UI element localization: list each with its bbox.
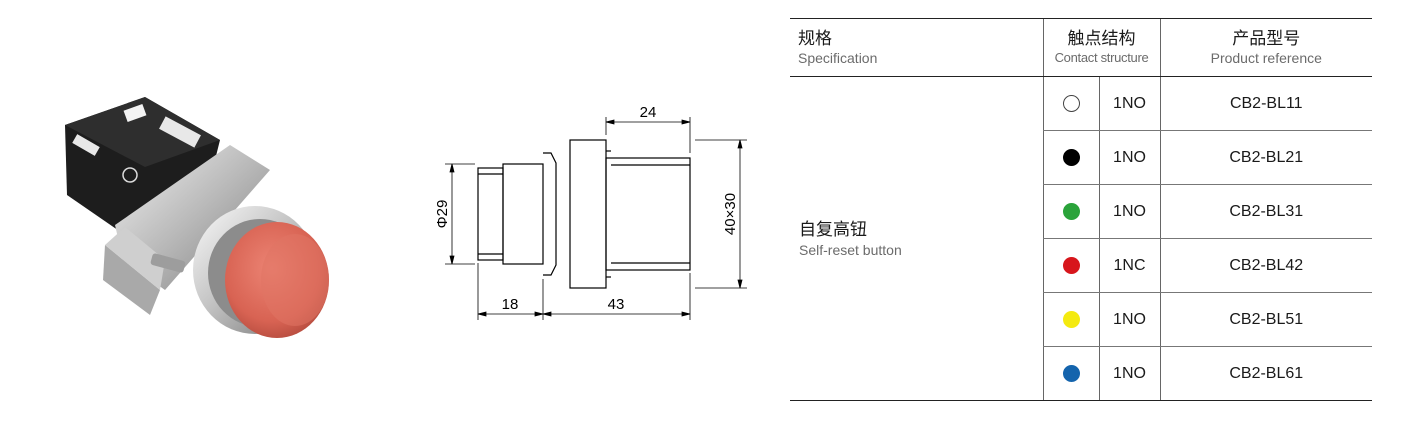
model-cell: CB2-BL11 <box>1159 76 1373 131</box>
model-cell: CB2-BL61 <box>1159 346 1373 401</box>
color-dot-white <box>1062 94 1080 112</box>
header-product-reference: 产品型号 Product reference <box>1159 18 1373 77</box>
color-dot-yellow <box>1062 310 1080 328</box>
dim-bottom-left: 18 <box>502 296 519 313</box>
header-spec-cn: 规格 <box>798 28 832 48</box>
button-outline <box>477 139 691 289</box>
table-row: 1NC CB2-BL42 <box>790 238 1373 293</box>
table-row: 1NO CB2-BL51 <box>790 292 1373 347</box>
color-cell <box>1042 184 1099 239</box>
table-row: 1NO CB2-BL61 <box>790 346 1373 401</box>
color-cell <box>1042 238 1099 293</box>
contact-cell: 1NO <box>1098 346 1161 401</box>
contact-cell: 1NC <box>1098 238 1161 293</box>
product-photo <box>55 85 345 350</box>
header-spec-en: Specification <box>798 49 878 66</box>
color-dot-black <box>1062 148 1080 166</box>
header-product-cn: 产品型号 <box>1232 28 1301 48</box>
dim-width-top: 24 <box>640 104 657 121</box>
contact-cell: 1NO <box>1098 76 1161 131</box>
dimension-drawing: 24 Φ29 40×30 18 43 <box>425 95 770 330</box>
dimension-lines <box>445 117 747 320</box>
color-dot-red <box>1062 256 1080 274</box>
header-specification: 规格 Specification <box>790 18 1043 77</box>
table-row: 1NO CB2-BL21 <box>790 130 1373 185</box>
table-row: 自复高钮 Self-reset button 1NO CB2-BL11 <box>790 76 1373 401</box>
color-dot-blue <box>1062 364 1080 382</box>
header-contact-cn: 触点结构 <box>1067 28 1136 48</box>
dim-diameter: Φ29 <box>434 200 451 229</box>
dim-height-right: 40×30 <box>722 193 739 235</box>
header-product-en: Product reference <box>1210 49 1322 66</box>
spec-en: Self-reset button <box>799 241 902 258</box>
color-cell <box>1042 76 1099 131</box>
model-cell: CB2-BL51 <box>1159 292 1373 347</box>
spec-cell: 自复高钮 Self-reset button <box>790 76 1043 401</box>
color-cell <box>1042 346 1099 401</box>
model-cell: CB2-BL21 <box>1159 130 1373 185</box>
color-cell <box>1042 292 1099 347</box>
color-dot-green <box>1062 202 1080 220</box>
model-cell: CB2-BL31 <box>1159 184 1373 239</box>
contact-cell: 1NO <box>1098 292 1161 347</box>
table-row: 1NO CB2-BL31 <box>790 184 1373 239</box>
color-cell <box>1042 130 1099 185</box>
header-contact-en: Contact structure <box>1054 49 1149 65</box>
table-header-row: 规格 Specification 触点结构 Contact structure … <box>790 18 1373 77</box>
contact-cell: 1NO <box>1098 130 1161 185</box>
contact-cell: 1NO <box>1098 184 1161 239</box>
spec-cn: 自复高钮 <box>799 219 867 239</box>
header-contact-structure: 触点结构 Contact structure <box>1042 18 1161 77</box>
spec-table: 规格 Specification 触点结构 Contact structure … <box>790 18 1373 401</box>
dim-bottom-right: 43 <box>608 296 625 313</box>
model-cell: CB2-BL42 <box>1159 238 1373 293</box>
metal-bracket <box>103 145 270 315</box>
contact-block <box>65 97 220 235</box>
